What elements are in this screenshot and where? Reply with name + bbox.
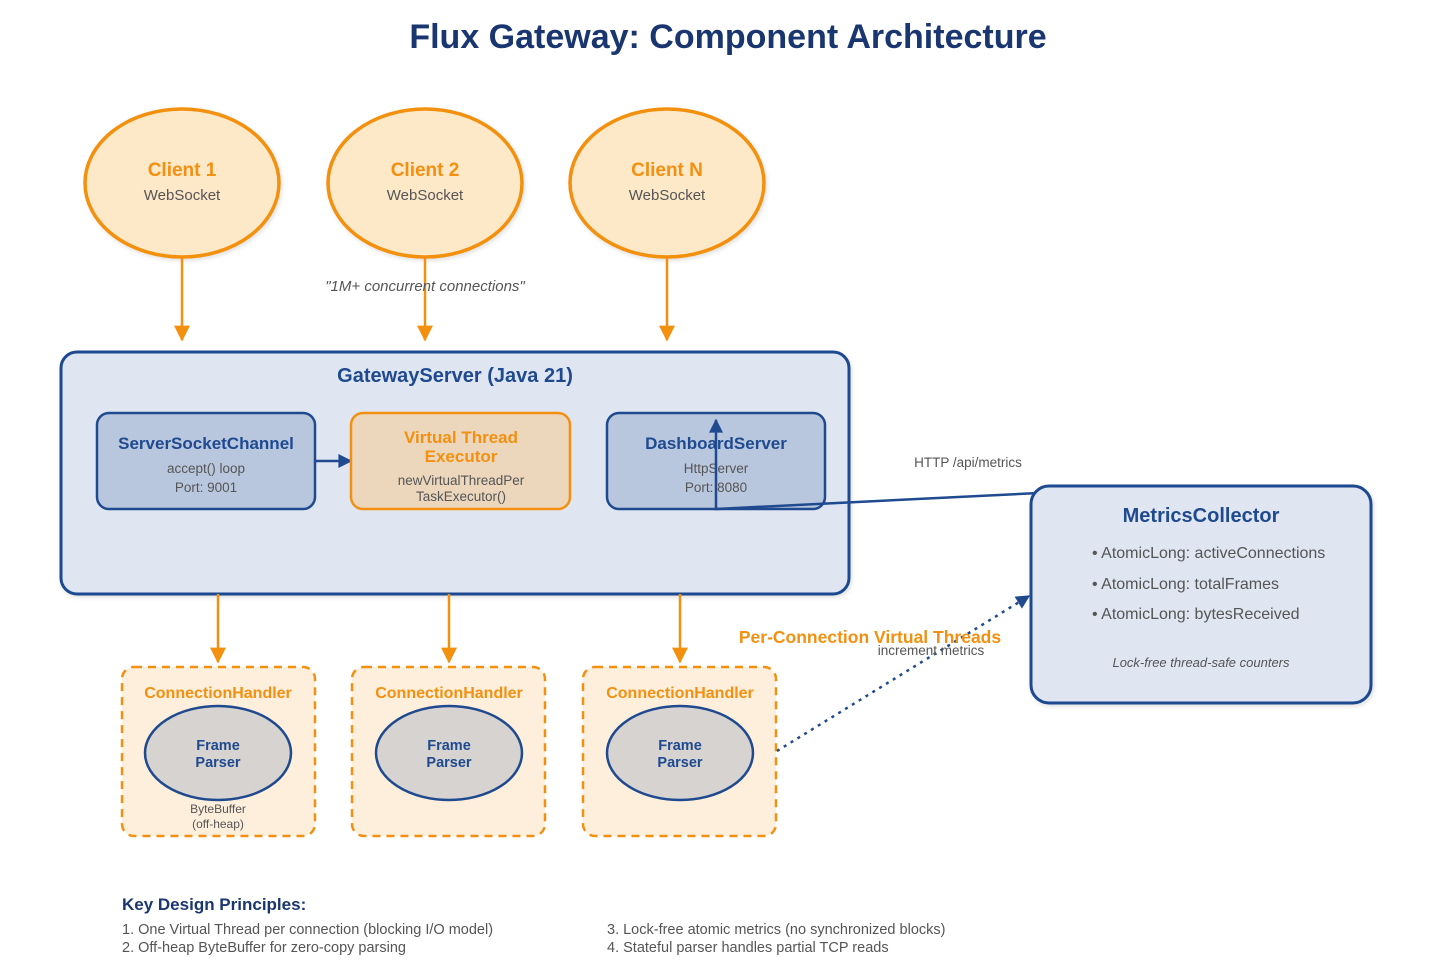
http-metrics-connector — [709, 418, 1181, 511]
diagram-title: Flux Gateway: Component Architecture — [409, 18, 1046, 56]
server-socket-line2: Port: 9001 — [175, 480, 237, 495]
client-1-protocol: WebSocket — [144, 187, 221, 204]
handler-1-title: ConnectionHandler — [144, 685, 292, 702]
metrics-collector-box — [1029, 484, 1373, 705]
per-connection-label: Per-Connection Virtual Threads — [739, 627, 1001, 647]
handler-3-title: ConnectionHandler — [606, 685, 754, 702]
executor-line1: newVirtualThreadPer — [398, 473, 525, 488]
principle-2: 2. Off-heap ByteBuffer for zero-copy par… — [122, 940, 406, 956]
concurrency-note: "1M+ concurrent connections" — [325, 278, 525, 295]
handler-2-title: ConnectionHandler — [375, 685, 523, 702]
handler-3-frame-parser — [605, 704, 755, 802]
client-n-circle — [568, 107, 766, 259]
client-2-circle — [326, 107, 524, 259]
metrics-item-2: • AtomicLong: totalFrames — [1092, 576, 1279, 593]
executor-title-line1: Virtual Thread — [404, 428, 518, 447]
client-1-name: Client 1 — [148, 160, 217, 181]
handler-2-frame-parser — [374, 704, 524, 802]
handler-3-parser-line1: Frame — [658, 738, 702, 754]
client-1-circle — [83, 107, 281, 259]
client-2-name: Client 2 — [391, 160, 460, 181]
increment-metrics-label: increment metrics — [878, 643, 985, 658]
connection-handler-3: ConnectionHandler Frame Parser — [581, 665, 778, 838]
server-socket-channel: ServerSocketChannel accept() loop Port: … — [95, 411, 317, 511]
principles-heading: Key Design Principles: — [122, 895, 306, 914]
executor-box — [349, 411, 572, 511]
server-socket-title: ServerSocketChannel — [118, 434, 294, 453]
handler-1-buffer-line2: (off-heap) — [192, 817, 244, 831]
connection-handler-2: ConnectionHandler Frame Parser — [350, 665, 547, 838]
metrics-collector-title: MetricsCollector — [1123, 505, 1280, 527]
handler-2-parser-line2: Parser — [426, 755, 472, 771]
connection-handler-1: ConnectionHandler Frame Parser ByteBuffe… — [120, 665, 317, 838]
gateway-server-title: GatewayServer (Java 21) — [337, 365, 573, 387]
metrics-collector-note: Lock-free thread-safe counters — [1112, 655, 1290, 670]
server-socket-line1: accept() loop — [167, 461, 245, 476]
metrics-item-3: • AtomicLong: bytesReceived — [1092, 606, 1300, 623]
handler-1-parser-line1: Frame — [196, 738, 240, 754]
client-n-name: Client N — [631, 160, 703, 181]
virtual-thread-executor: Virtual Thread Executor newVirtualThread… — [349, 411, 572, 511]
principle-3: 3. Lock-free atomic metrics (no synchron… — [607, 922, 945, 938]
handler-2-parser-line1: Frame — [427, 738, 471, 754]
handler-1-buffer-line1: ByteBuffer — [190, 802, 246, 816]
client-n: Client N WebSocket — [568, 107, 766, 259]
executor-title-line2: Executor — [425, 447, 498, 466]
client-2: Client 2 WebSocket — [326, 107, 524, 259]
handler-1-frame-parser — [143, 704, 293, 802]
client-2-protocol: WebSocket — [387, 187, 464, 204]
metrics-collector: MetricsCollector • AtomicLong: activeCon… — [1029, 484, 1373, 705]
increment-metrics-arrow — [776, 594, 1031, 753]
http-metrics-label: HTTP /api/metrics — [914, 455, 1022, 470]
client-1: Client 1 WebSocket — [83, 107, 281, 259]
handler-3-parser-line2: Parser — [657, 755, 703, 771]
metrics-item-1: • AtomicLong: activeConnections — [1092, 545, 1325, 562]
principle-1: 1. One Virtual Thread per connection (bl… — [122, 922, 493, 938]
principle-4: 4. Stateful parser handles partial TCP r… — [607, 940, 889, 956]
client-n-protocol: WebSocket — [629, 187, 706, 204]
executor-line2: TaskExecutor() — [416, 489, 506, 504]
handler-1-parser-line2: Parser — [195, 755, 241, 771]
